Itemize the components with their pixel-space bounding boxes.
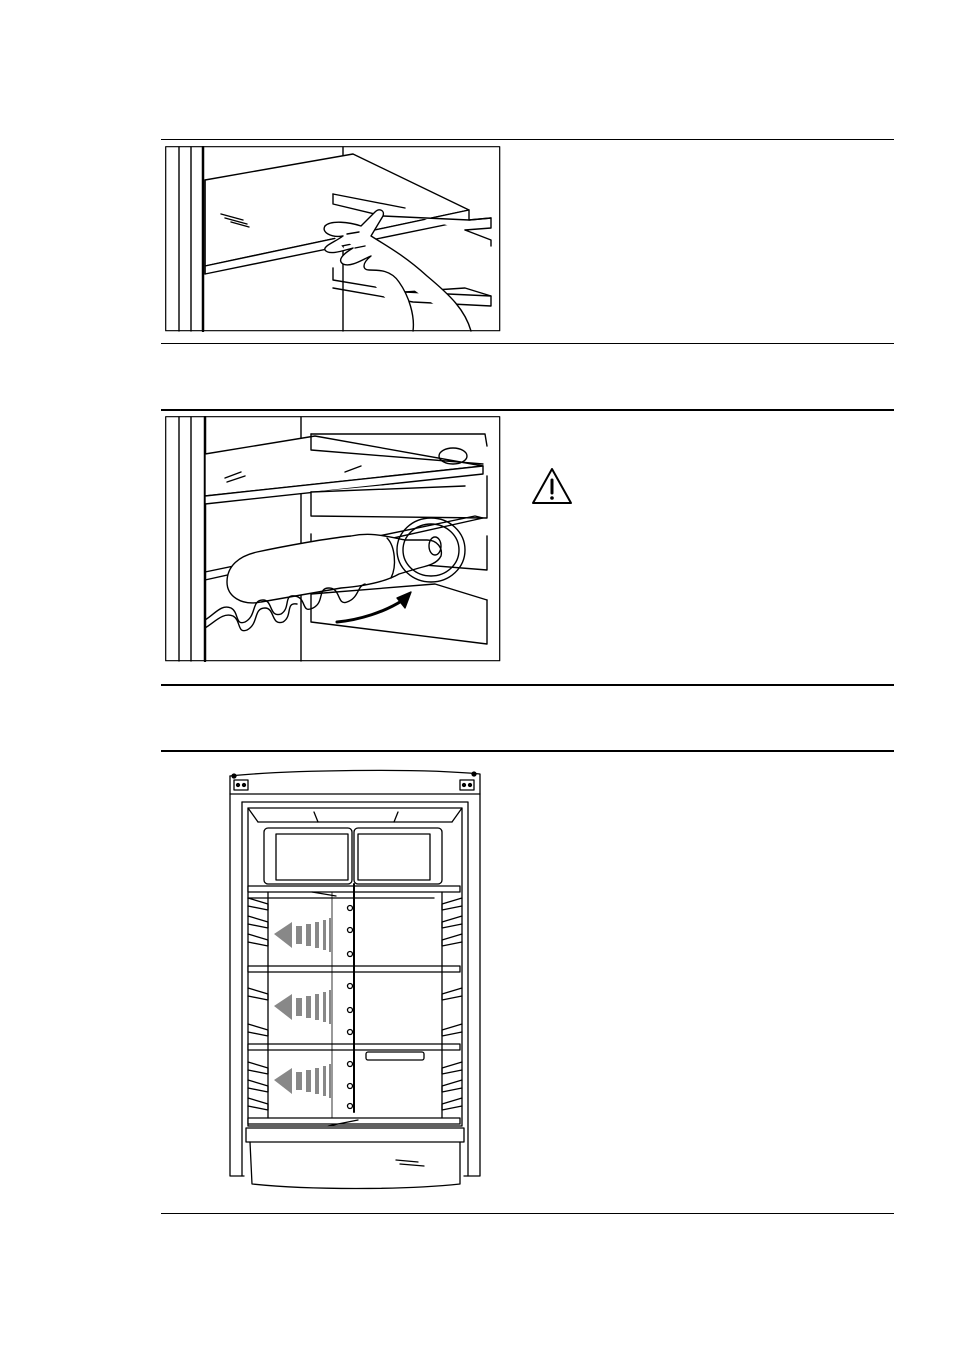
- bottle-rack-installation-illustration: [165, 416, 501, 662]
- section-divider-top-1: [161, 139, 894, 140]
- section-divider-top-3: [161, 750, 894, 752]
- section-divider-bottom-3: [161, 1213, 894, 1214]
- warning-triangle-icon: [530, 466, 574, 506]
- section-divider-bottom-2: [161, 684, 894, 686]
- hand-lifting-glass-shelf-illustration: [165, 146, 501, 332]
- refrigerator-interior-shelf-positions-illustration: [228, 766, 482, 1194]
- section-divider-bottom-1: [161, 343, 894, 344]
- section-divider-top-2: [161, 409, 894, 411]
